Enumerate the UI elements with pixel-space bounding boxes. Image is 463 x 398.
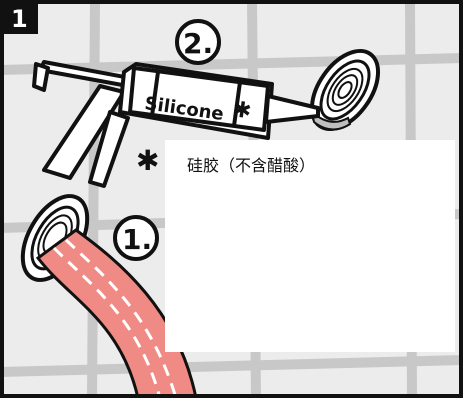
footnote-text: 硅胶（不含醋酸）: [187, 156, 316, 175]
panel-number: 1: [11, 5, 28, 33]
footnote-asterisk: ✱: [136, 144, 159, 177]
cartridge-asterisk: ✱: [231, 97, 253, 124]
step-2-badge: 2.: [175, 19, 221, 65]
step-1-badge: 1.: [113, 215, 159, 261]
step-2-label: 2.: [183, 27, 213, 60]
panel-number-tab: 1: [0, 0, 38, 34]
sealant-bead: [310, 109, 352, 131]
footnote-box: 硅胶（不含醋酸）: [165, 140, 455, 352]
caulking-gun-icon: [32, 60, 320, 188]
step-1-label: 1.: [122, 223, 152, 256]
right-wall-fitting-icon: [309, 48, 381, 132]
